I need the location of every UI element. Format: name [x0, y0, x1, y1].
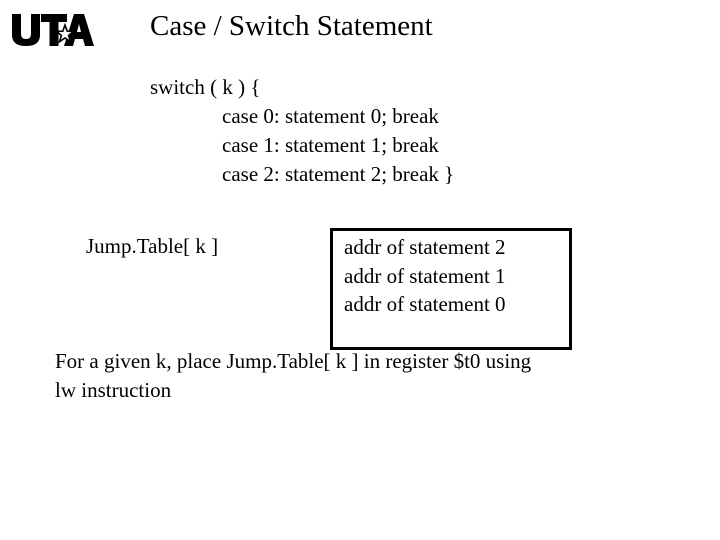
explanation-line: For a given k, place Jump.Table[ k ] in …	[55, 349, 532, 373]
code-line-switch: switch ( k ) {	[150, 75, 261, 99]
code-line-case-0: case 0: statement 0; break	[222, 104, 439, 128]
jump-table-entry: addr of statement 2	[344, 235, 506, 259]
uta-star-logo-icon	[12, 14, 94, 46]
jump-table-label: Jump.Table[ k ]	[86, 234, 219, 258]
jump-table-box: addr of statement 2 addr of statement 1 …	[330, 228, 572, 350]
jump-table-entry: addr of statement 0	[344, 292, 506, 316]
page-title: Case / Switch Statement	[150, 10, 433, 42]
code-line-case-2: case 2: statement 2; break }	[222, 162, 455, 186]
jump-table-entry: addr of statement 1	[344, 264, 506, 288]
explanation-line: lw instruction	[55, 378, 172, 402]
code-line-case-1: case 1: statement 1; break	[222, 133, 439, 157]
uta-logo	[12, 12, 94, 48]
